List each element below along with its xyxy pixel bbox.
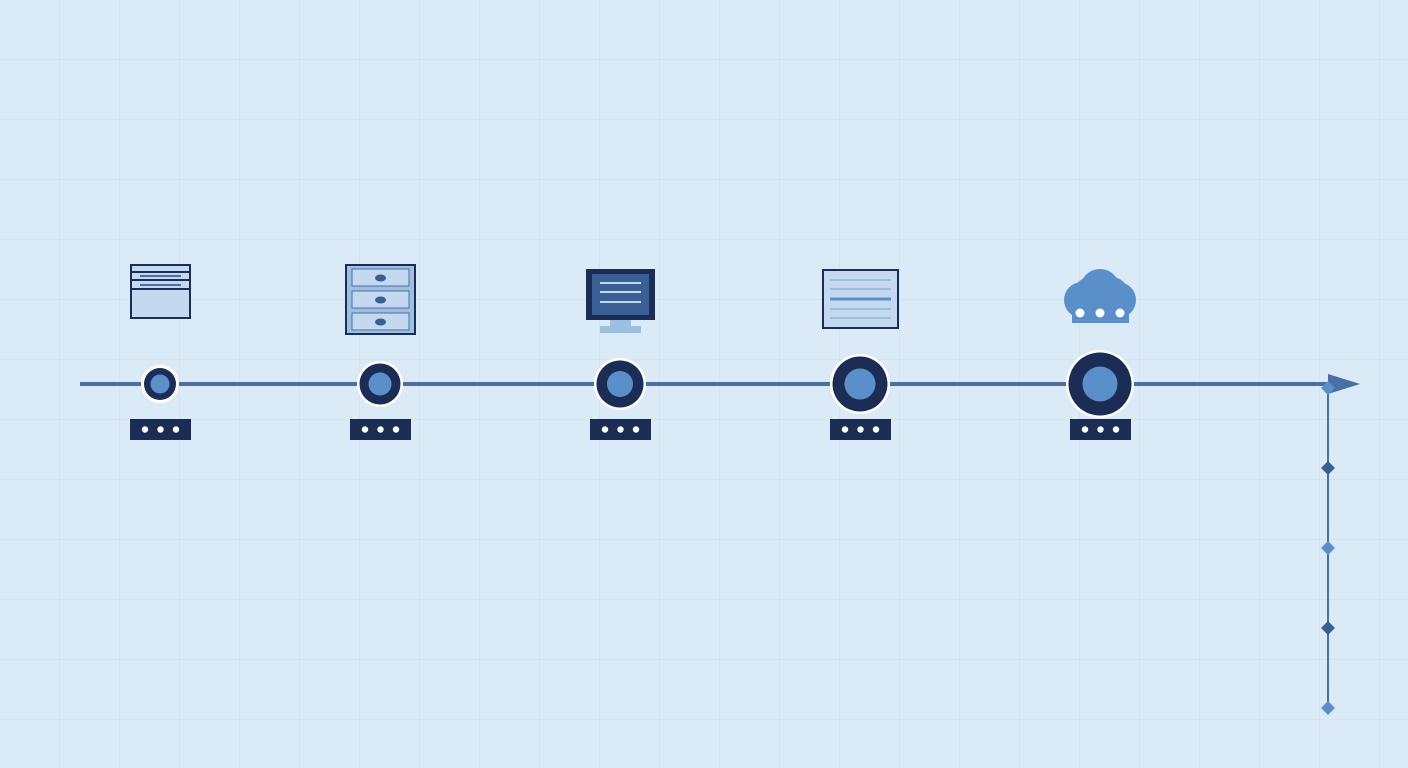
document-tray-icon [130, 264, 191, 319]
cloud-icon [1064, 269, 1136, 323]
placeholder-label [350, 419, 411, 440]
branch-marker [1321, 541, 1335, 555]
vertical-branch-markers [1321, 381, 1335, 715]
stage-5 [1064, 269, 1136, 440]
stage-1 [130, 264, 191, 440]
stage-3 [586, 269, 655, 440]
stage-4 [822, 269, 899, 440]
branch-marker [1321, 621, 1335, 635]
branch-marker [1321, 461, 1335, 475]
branch-marker [1321, 381, 1335, 395]
file-cabinet-icon [345, 264, 416, 335]
placeholder-label [590, 419, 651, 440]
arrow-right-icon [1328, 374, 1360, 394]
text-document-icon [822, 269, 899, 329]
computer-monitor-icon [586, 269, 655, 333]
placeholder-label [130, 419, 191, 440]
placeholder-label [830, 419, 891, 440]
stage-2 [345, 264, 416, 440]
placeholder-label [1070, 419, 1131, 440]
branch-marker [1321, 701, 1335, 715]
